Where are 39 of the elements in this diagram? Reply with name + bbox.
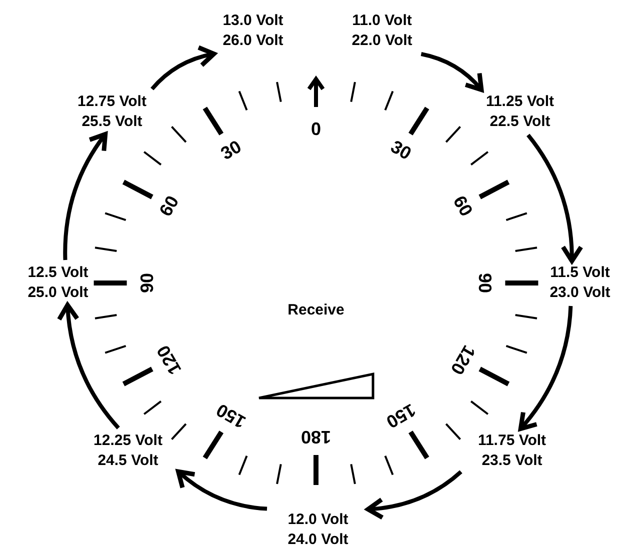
dial-number: 150 (214, 401, 249, 432)
curved-arrow (526, 134, 583, 264)
dial-number: 120 (447, 342, 478, 378)
voltage-label: 23.5 Volt (482, 451, 542, 471)
curved-arrow (63, 132, 108, 260)
curved-arrow (176, 469, 268, 511)
voltage-label: 23.0 Volt (550, 283, 610, 303)
dial-number: 30 (218, 136, 244, 162)
dial-number: 150 (383, 401, 418, 432)
voltage-label: 12.5 Volt (28, 263, 88, 283)
dial-number: 90 (476, 272, 494, 294)
voltage-label: 25.5 Volt (82, 112, 142, 132)
voltage-label: 12.0 Volt (288, 510, 348, 530)
dial-label: Receive (288, 302, 344, 318)
voltage-label: 13.0 Volt (222, 11, 284, 31)
voltage-label: 24.0 Volt (288, 530, 348, 550)
dial-number: 30 (388, 136, 414, 162)
voltage-label: 12.25 Volt (94, 431, 162, 451)
dial-number: 60 (156, 192, 182, 220)
voltage-label: 22.0 Volt (352, 31, 412, 51)
voltage-label: 11.5 Volt (550, 263, 610, 283)
voltage-label: 24.5 Volt (98, 451, 158, 471)
dial-number: 60 (450, 192, 476, 220)
voltage-label: 12.75 Volt (78, 92, 146, 112)
voltage-label: 11.25 Volt (486, 92, 554, 112)
dial-number: 90 (138, 272, 156, 294)
dial-number: 0 (311, 120, 321, 138)
voltage-label: 11.75 Volt (478, 431, 546, 451)
curved-arrow (420, 52, 484, 92)
voltage-label: 26.0 Volt (222, 31, 284, 51)
curved-arrow (150, 46, 216, 90)
dial-number: 180 (300, 428, 332, 446)
voltage-label: 22.5 Volt (490, 112, 550, 132)
voltage-label: 11.0 Volt (352, 11, 412, 31)
curved-arrow (366, 470, 462, 520)
curved-arrow (57, 302, 120, 430)
dial-number: 120 (154, 342, 185, 378)
voltage-label: 25.0 Volt (28, 283, 88, 303)
curved-arrow (518, 306, 573, 432)
